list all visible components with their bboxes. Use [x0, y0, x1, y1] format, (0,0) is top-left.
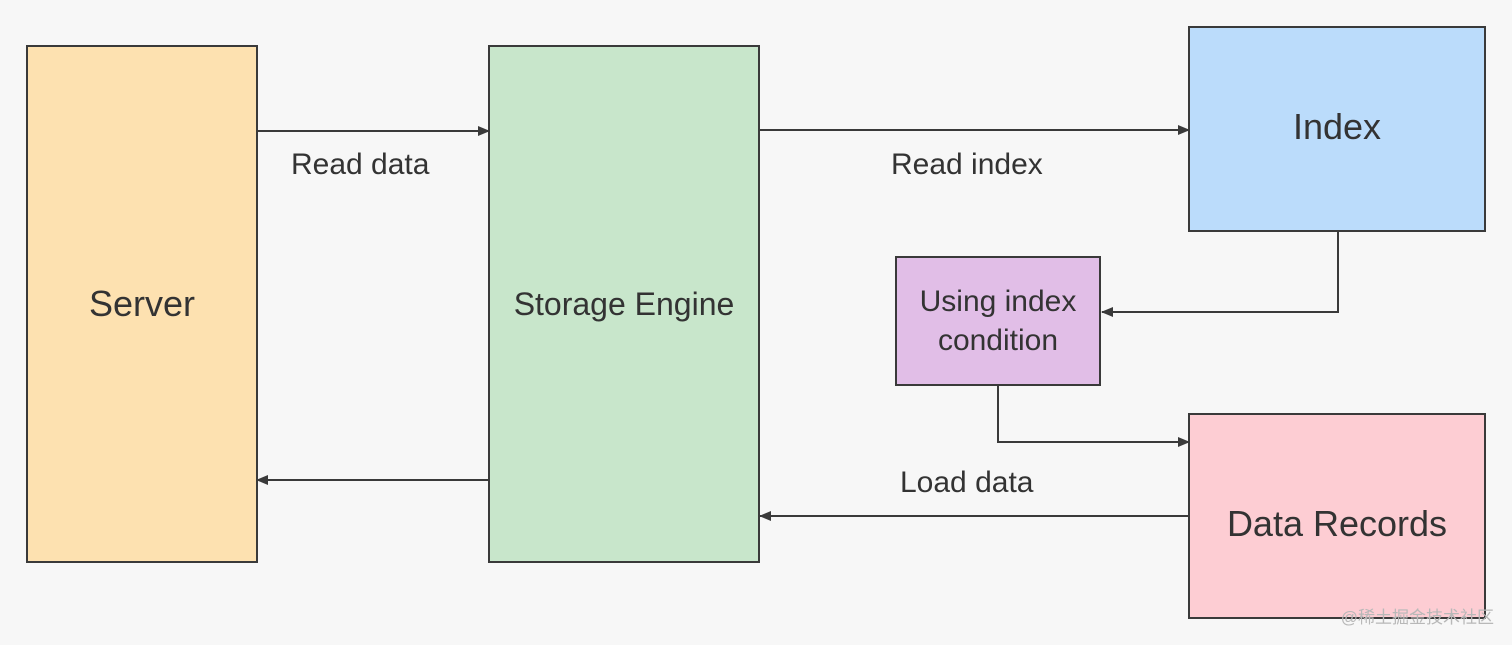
watermark: @稀土掘金技术社区 — [1340, 608, 1494, 627]
read-index-edge-label: Read index — [891, 148, 1043, 181]
index-node: Index — [1188, 26, 1486, 232]
server-label: Server — [88, 283, 196, 324]
server-node: Server — [26, 45, 258, 563]
load-data-edge-label: Load data — [900, 466, 1034, 499]
storage-engine-node: Storage Engine — [488, 45, 760, 563]
storage-engine-label: Storage Engine — [513, 285, 735, 322]
arrow-index-to-condition — [1101, 232, 1339, 317]
data-records-node: Data Records — [1188, 413, 1486, 619]
index-condition-label: Using index condition — [919, 285, 1077, 357]
data-records-label: Data Records — [1226, 503, 1448, 544]
index-label: Index — [1292, 106, 1382, 147]
read-data-edge-label: Read data — [291, 148, 430, 181]
index-condition-node: Using index condition — [895, 256, 1101, 386]
arrow-condition-to-records — [997, 386, 1190, 447]
